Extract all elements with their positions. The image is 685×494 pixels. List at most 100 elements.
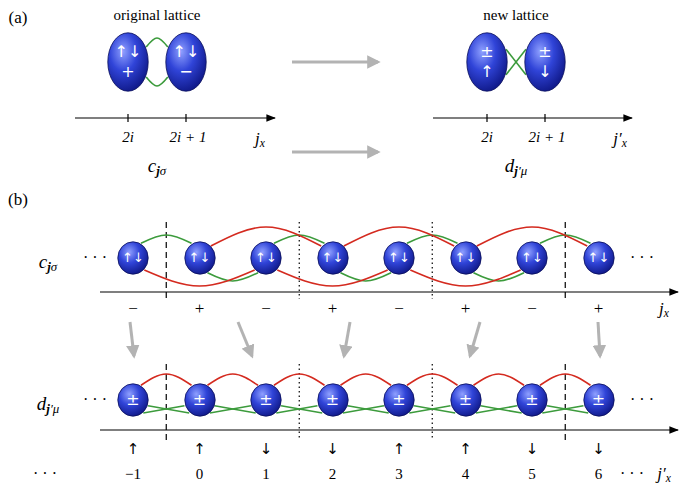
site-symbol: ± — [193, 392, 206, 409]
tick-label: 2i — [122, 129, 134, 146]
pair-divider — [299, 364, 300, 440]
subscript-vector: j — [46, 401, 50, 416]
subscript-index: σ — [51, 259, 57, 274]
pair-divider — [432, 364, 433, 440]
hopping-line — [476, 406, 517, 413]
pair-divider — [299, 222, 300, 299]
cell-divider — [166, 222, 167, 299]
hopping-line — [215, 406, 256, 413]
hopping-line — [348, 406, 389, 413]
lattice-site-ellipse: ↑↓ − — [165, 32, 207, 92]
cell-divider — [565, 222, 566, 299]
operator-label: dj′μ — [37, 394, 59, 415]
axis-label: jx — [659, 300, 669, 319]
spin-label: ↓ — [326, 441, 339, 458]
operator-label: dj′μ — [505, 156, 527, 177]
panel-title: new lattice — [483, 7, 548, 24]
site-content: ±↓ — [524, 32, 566, 92]
site-ball — [107, 32, 149, 92]
hopping-line — [281, 406, 322, 413]
site-index: 6 — [595, 466, 603, 483]
site-content: ± — [317, 383, 349, 417]
subscript-index: ′μ — [518, 163, 527, 178]
hopping-line — [276, 406, 317, 413]
symbol-subscript: j′μ — [46, 401, 59, 416]
symbol-subscript: j′μ — [514, 163, 527, 178]
ellipsis: · · · — [33, 465, 57, 483]
axis-label: j′x — [657, 465, 671, 484]
cell-divider — [565, 364, 566, 440]
site-content: ↑↓ — [184, 241, 216, 275]
site-symbol: ↑↓ — [255, 251, 277, 265]
hopping-line — [341, 374, 392, 385]
site-ball — [165, 32, 207, 92]
site-symbol: ↑↓ — [189, 251, 211, 265]
panel-label: (a) — [9, 9, 28, 28]
operator-label: cjσ — [148, 156, 166, 177]
hopping-line — [407, 235, 458, 243]
hopping-line — [506, 49, 526, 74]
site-symbol: ↑↓ — [455, 251, 477, 265]
site-index: 1 — [262, 466, 270, 483]
mapping-arrow — [344, 322, 350, 356]
hopping-line — [540, 235, 591, 243]
panel-title: original lattice — [113, 7, 200, 24]
site-content: ± — [383, 383, 415, 417]
mapping-arrow — [598, 322, 600, 356]
site-content: ↑↓+ — [107, 32, 149, 92]
sign-label: + — [461, 300, 471, 319]
lattice-site: ↑↓ — [250, 241, 282, 275]
site-symbol: ± — [259, 392, 272, 409]
symbol-base: j′ — [657, 464, 665, 483]
lattice-site: ↑↓ — [117, 241, 149, 275]
site-symbol: ↑↓ — [173, 44, 200, 61]
lattice-site: ± — [450, 383, 482, 417]
site-content: ± — [117, 383, 149, 417]
axis-label: jx — [255, 130, 265, 149]
site-symbol: + — [121, 64, 134, 81]
site-content: ±↑ — [466, 32, 508, 92]
site-ball-fill — [583, 384, 613, 416]
spin-label: ↑ — [193, 441, 206, 458]
site-content: ↑↓ — [117, 241, 149, 275]
axis — [100, 429, 678, 430]
hopping-line — [343, 406, 384, 413]
hopping-line — [414, 406, 455, 413]
lattice-site-ellipse: ±↓ — [524, 32, 566, 92]
site-ball-fill — [317, 384, 347, 416]
pair-divider — [432, 222, 433, 299]
site-index: 3 — [395, 466, 403, 483]
axis — [75, 117, 275, 118]
site-ball-fill — [251, 384, 281, 416]
site-content: ↑↓ — [250, 241, 282, 275]
site-ball-fill — [384, 384, 414, 416]
symbol-base: j — [255, 129, 260, 148]
site-ball-fill — [583, 242, 613, 274]
sign-label: − — [394, 300, 404, 319]
lattice-site: ↑↓ — [184, 241, 216, 275]
site-content: ± — [184, 383, 216, 417]
symbol-base: c — [39, 251, 47, 272]
symbol-base: c — [148, 155, 156, 176]
site-ball-fill — [517, 384, 547, 416]
subscript-vector: j — [47, 259, 51, 274]
lattice-site-ellipse: ↑↓+ — [107, 32, 149, 92]
site-index: 5 — [528, 466, 536, 483]
site-index: −1 — [125, 466, 141, 483]
site-symbol: ↑↓ — [388, 251, 410, 265]
spin-label: ↑ — [393, 441, 406, 458]
tick — [486, 114, 487, 122]
sign-label: − — [261, 300, 271, 319]
site-symbol: ↑↓ — [322, 251, 344, 265]
mapping-arrow — [130, 322, 134, 356]
symbol-subscript: jσ — [47, 259, 57, 274]
panel-label: (b) — [8, 191, 28, 210]
site-symbol: ± — [525, 392, 538, 409]
ellipsis: · · · — [83, 391, 107, 409]
axis-label: j′x — [613, 130, 627, 149]
site-symbol: − — [179, 64, 192, 81]
lattice-site: ± — [250, 383, 282, 417]
lattice-site: ± — [516, 383, 548, 417]
ellipsis: · · · — [630, 249, 654, 267]
